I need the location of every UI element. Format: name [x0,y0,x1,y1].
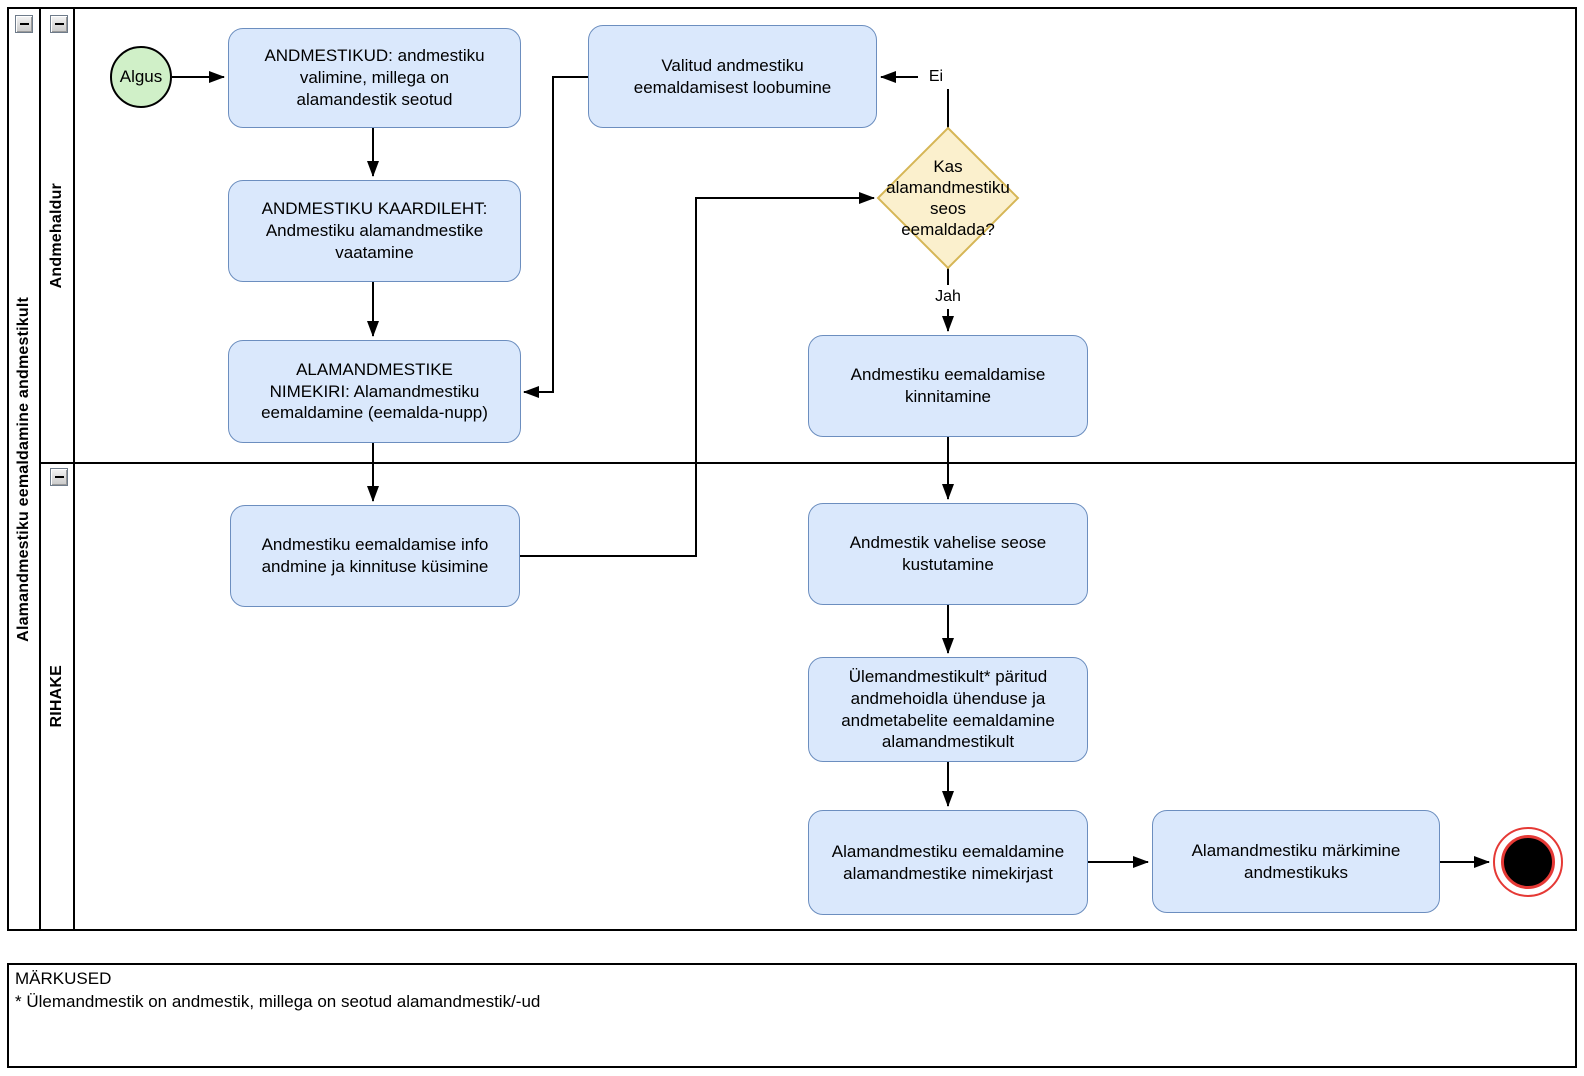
notes-box[interactable]: MÄRKUSED * Ülemandmestik on andmestik, m… [7,963,1577,1068]
task-markimine-andmestikuks[interactable]: Alamandmestiku märkimine andmestikuks [1152,810,1440,913]
task-eemaldamisest-loobumine[interactable]: Valitud andmestiku eemaldamisest loobumi… [588,25,877,128]
edge-label-ei[interactable]: Ei [918,65,954,89]
task-andmestikud-valimine[interactable]: ANDMESTIKUD: andmestiku valimine, milleg… [228,28,521,128]
pool-header[interactable]: Alamandmestiku eemaldamine andmestikult [9,9,41,929]
lane-rihake-collapse-button[interactable] [50,468,68,486]
task-nimekiri-eemaldamine[interactable]: ALAMANDMESTIKE NIMEKIRI: Alamandmestiku … [228,340,521,443]
lane-andmehaldur-label: Andmehaldur [48,182,65,289]
start-event[interactable]: Algus [110,46,172,108]
task-kaardileht-vaatamine[interactable]: ANDMESTIKU KAARDILEHT: Andmestiku alaman… [228,180,521,282]
lane-divider [41,462,1575,464]
pool-collapse-button[interactable] [15,15,33,33]
minus-icon [54,476,64,478]
gateway-question-label[interactable]: Kas alamandmestiku seos eemaldada? [886,156,1010,240]
task-paritud-eemaldamine[interactable]: Ülemandmestikult* päritud andmehoidla üh… [808,657,1088,762]
notes-title: MÄRKUSED [15,969,112,988]
pool-alamandmestiku-eemaldamine: Alamandmestiku eemaldamine andmestikult … [7,7,1577,931]
task-info-andmine[interactable]: Andmestiku eemaldamise info andmine ja k… [230,505,520,607]
lane-rihake-label: RIHAKE [48,665,65,728]
lane-header-rihake[interactable]: RIHAKE [41,464,73,929]
pool-title: Alamandmestiku eemaldamine andmestikult [15,296,32,642]
task-eemaldamise-kinnitamine[interactable]: Andmestiku eemaldamise kinnitamine [808,335,1088,437]
lane-label-column: Andmehaldur RIHAKE [41,9,75,929]
edge-label-jah[interactable]: Jah [926,285,970,309]
task-seose-kustutamine[interactable]: Andmestik vahelise seose kustutamine [808,503,1088,605]
lane-header-andmehaldur[interactable]: Andmehaldur [41,9,73,462]
minus-icon [19,23,29,25]
minus-icon [54,23,64,25]
end-event[interactable] [1493,827,1563,897]
end-event-core-icon [1501,835,1555,889]
task-nimekirjast-eemaldamine[interactable]: Alamandmestiku eemaldamine alamandmestik… [808,810,1088,915]
notes-body: * Ülemandmestik on andmestik, millega on… [15,991,541,1011]
lane-andmehaldur-collapse-button[interactable] [50,15,68,33]
